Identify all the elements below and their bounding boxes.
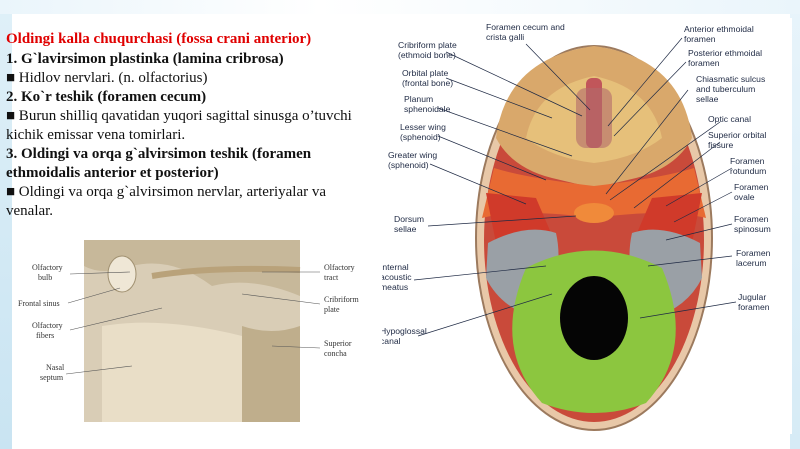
olfactory-inset-svg: Olfactory bulb Frontal sinus Olfactory f… [18, 240, 359, 422]
label-spinosum-1: Foramen [734, 214, 769, 224]
label-hypoglossal-1: Hypoglossal [380, 326, 427, 336]
cribriform-plate [576, 88, 612, 148]
inset-label-bulb-1: Olfactory [32, 263, 63, 272]
olfactory-tract-shape [151, 265, 301, 279]
label-lesser-1: Lesser wing [400, 122, 446, 132]
label-foramen-cecum-2: crista galli [486, 32, 524, 42]
label-orbital-1: Orbital plate [402, 68, 449, 78]
label-cribriform-1: Cribriform plate [398, 40, 457, 50]
label-jugular-1: Jugular [738, 292, 766, 302]
heading-foramen-cecum: 2. Ko`r teshik (foramen cecum) [6, 89, 207, 105]
inset-label-septum-2: septum [40, 373, 64, 382]
label-chiasmatic-3: sellae [696, 94, 719, 104]
label-superior-orbital-1: Superior orbital [708, 130, 766, 140]
slide-title: Oldingi kalla chuqurchasi (fossa crani a… [6, 31, 312, 47]
label-spinosum-2: spinosum [734, 224, 771, 234]
inset-leader-lines [65, 271, 321, 375]
label-greater-1: Greater wing [388, 150, 437, 160]
label-optic-canal: Optic canal [708, 114, 751, 124]
heading-ethmoid-foramina-2: ethmoidalis anterior et posterior) [6, 165, 219, 181]
heading-lamina-cribrosa: 1. G`lavirsimon plastinka (lamina cribro… [6, 51, 284, 67]
label-dorsum-2: sellae [394, 224, 417, 234]
label-chiasmatic-2: and tuberculum [696, 84, 755, 94]
frontal-bone [84, 240, 300, 296]
inset-label-frontal-sinus: Frontal sinus [18, 299, 60, 308]
label-foramen-cecum-1: Foramen cecum and [486, 22, 565, 32]
label-cribriform-2: (ethmoid bone) [398, 50, 456, 60]
inset-label-fibers-2: fibers [36, 331, 54, 340]
label-post-ethmoidal-2: foramen [688, 58, 720, 68]
label-internal-1: Internal [380, 262, 409, 272]
bullet-ethmoid-vessels-2: venalar. [6, 203, 54, 219]
label-superior-orbital-2: fissure [708, 140, 734, 150]
label-ovale-1: Foramen [734, 182, 769, 192]
skull-base-svg: Foramen cecum and crista galli Cribrifor… [380, 22, 771, 431]
frontal-sinus-cavity [107, 255, 137, 293]
label-hypoglossal-2: canal [380, 336, 401, 346]
nasal-septum-shape [102, 322, 242, 422]
inset-label-fibers-1: Olfactory [32, 321, 63, 330]
label-ovale-2: ovale [734, 192, 755, 202]
slide-text: Oldingi kalla chuqurchasi (fossa crani a… [6, 30, 386, 221]
label-jugular-2: foramen [738, 302, 770, 312]
skull-base-illustration: Foramen cecum and crista galli Cribrifor… [376, 18, 792, 434]
label-post-ethmoidal-1: Posterior ethmoidal [688, 48, 762, 58]
top-accent-band [0, 0, 800, 14]
inset-label-tract-2: tract [324, 273, 339, 282]
olfactory-inset-illustration: Olfactory bulb Frontal sinus Olfactory f… [12, 236, 382, 432]
label-lesser-2: (sphenoid) [400, 132, 441, 142]
heading-ethmoid-foramina-1: 3. Oldingi va orqa g`alvirsimon teshik (… [6, 146, 312, 162]
label-dorsum-1: Dorsum [394, 214, 424, 224]
label-lacerum-1: Foramen [736, 248, 771, 258]
right-accent-bar [790, 0, 800, 449]
inset-label-bulb-2: bulb [38, 273, 52, 282]
left-accent-bar [0, 0, 12, 449]
label-rotundum-1: Foramen [730, 156, 765, 166]
inset-label-tract-1: Olfactory [324, 263, 355, 272]
label-internal-3: meatus [380, 282, 408, 292]
sella-turcica [574, 203, 614, 223]
label-lacerum-2: lacerum [736, 258, 767, 268]
label-internal-2: acoustic [380, 272, 412, 282]
leader-lines [413, 37, 737, 337]
label-orbital-2: (frontal bone) [402, 78, 453, 88]
bullet-emissary-veins-1: ■ Burun shilliq qavatidan yuqori sagitta… [6, 108, 352, 124]
label-greater-2: (sphenoid) [388, 160, 429, 170]
inset-label-septum-1: Nasal [46, 363, 65, 372]
label-planum-2: sphenoidale [404, 104, 451, 114]
inset-label-cribriform-2: plate [324, 305, 340, 314]
foramen-magnum [560, 276, 628, 360]
label-planum-1: Planum [404, 94, 433, 104]
label-chiasmatic-1: Chiasmatic sulcus [696, 74, 765, 84]
superior-concha-shape [242, 326, 300, 422]
bullet-olfactory-nerves: ■ Hidlov nervlari. (n. olfactorius) [6, 70, 208, 86]
label-ant-ethmoidal-2: foramen [684, 34, 716, 44]
bullet-ethmoid-vessels-1: ■ Oldingi va orqa g`alvirsimon nervlar, … [6, 184, 327, 200]
label-ant-ethmoidal-1: Anterior ethmoidal [684, 24, 754, 34]
inset-label-cribriform-1: Cribriform [324, 295, 359, 304]
label-rotundum-2: rotundum [730, 166, 766, 176]
bullet-emissary-veins-2: kichik emissar vena tomirlari. [6, 127, 186, 143]
inset-label-concha-2: concha [324, 349, 347, 358]
inset-label-concha-1: Superior [324, 339, 352, 348]
